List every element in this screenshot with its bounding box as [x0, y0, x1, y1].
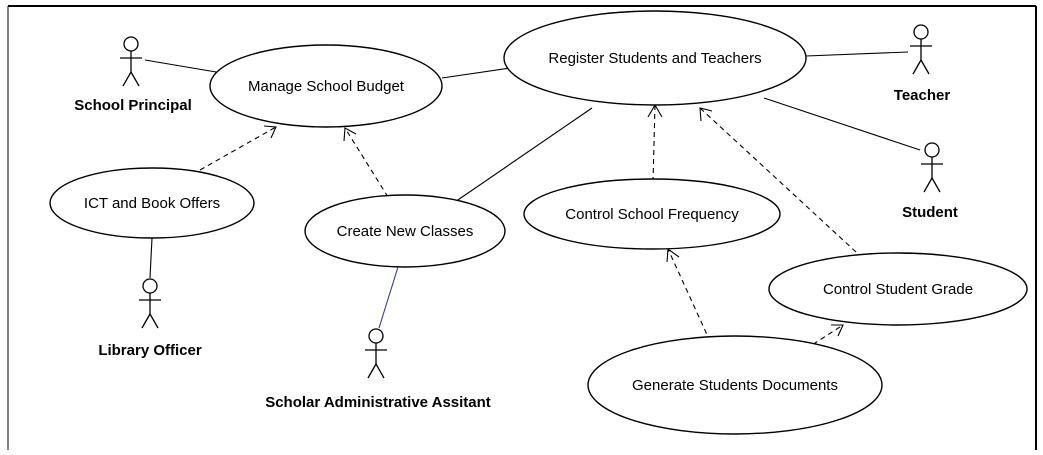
use-case-label: Generate Students Documents: [632, 377, 838, 394]
use-case-manage-school-budget: Manage School Budget: [209, 44, 443, 128]
actor-library-officer: Library Officer: [98, 278, 202, 359]
use-case-label: ICT and Book Offers: [84, 195, 220, 212]
dependency-ict-budget-arrowhead: [263, 125, 277, 139]
actor-teacher: Teacher: [894, 24, 951, 104]
dependency-ict-budget: [199, 126, 277, 171]
dependency-classes-budget-arrowhead: [343, 127, 357, 142]
use-case-label: Create New Classes: [337, 223, 474, 240]
association-ict-library-officer: [149, 237, 153, 279]
dependency-docs-grade-arrowhead: [831, 324, 844, 337]
actor-student: Student: [902, 142, 958, 221]
actor-label: Library Officer: [98, 342, 202, 359]
association-register-student: [763, 97, 921, 151]
dependency-grade-register-arrowhead: [699, 107, 713, 122]
association-register-teacher: [805, 51, 909, 57]
use-case-create-new-classes: Create New Classes: [304, 194, 506, 268]
association-classes-scholar-admin: [378, 266, 399, 329]
dependency-frequency-register: [652, 104, 656, 183]
stick-figure-icon: [139, 278, 161, 329]
actor-label: Scholar Administrative Assitant: [265, 394, 491, 411]
stick-figure-icon: [365, 328, 387, 379]
use-case-label: Control School Frequency: [565, 206, 739, 223]
use-case-control-student-grade: Control Student Grade: [768, 252, 1028, 326]
actor-label: Student: [902, 204, 958, 221]
stick-figure-icon: [910, 24, 932, 75]
use-case-control-school-frequency: Control School Frequency: [523, 178, 781, 250]
association-classes-register: [451, 107, 593, 205]
dependency-docs-frequency: [667, 248, 715, 351]
stick-figure-icon: [921, 142, 943, 193]
use-case-label: Control Student Grade: [823, 281, 973, 298]
use-case-ict-and-book-offers: ICT and Book Offers: [49, 167, 255, 239]
use-case-label: Register Students and Teachers: [548, 50, 761, 67]
use-case-generate-students-documents: Generate Students Documents: [587, 335, 883, 435]
association-principal-budget: [144, 59, 229, 75]
use-case-register-students-and-teachers: Register Students and Teachers: [503, 10, 807, 106]
dependency-classes-budget: [344, 127, 389, 198]
stick-figure-icon: [120, 36, 142, 87]
association-budget-register: [441, 67, 511, 79]
actor-label: Teacher: [894, 87, 951, 104]
actor-label: School Principal: [74, 97, 192, 114]
actor-scholar-administrative-assitant: Scholar Administrative Assitant: [265, 328, 491, 411]
use-case-label: Manage School Budget: [248, 78, 405, 95]
actor-school-principal: School Principal: [74, 36, 192, 114]
